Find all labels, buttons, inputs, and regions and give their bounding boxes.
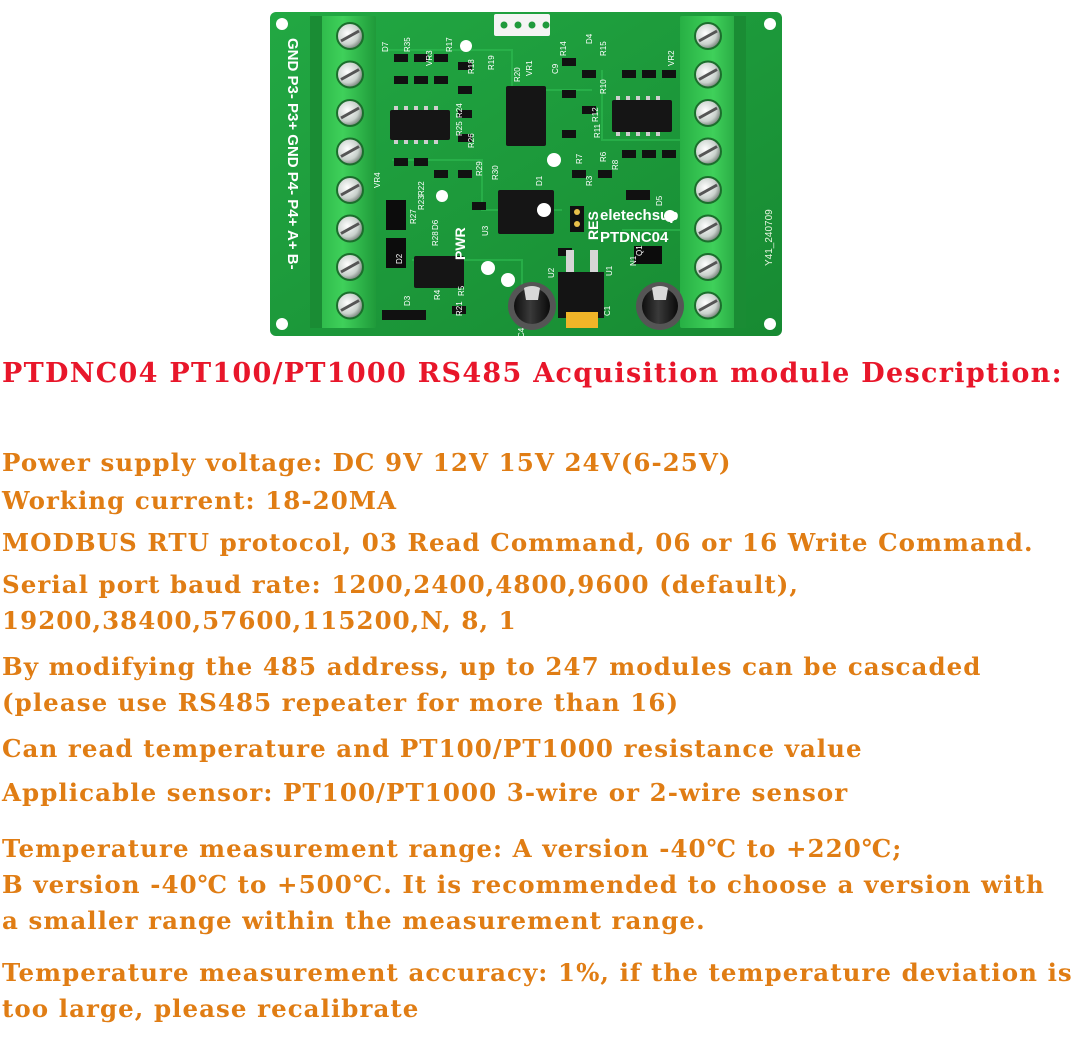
- designator-label: R21: [455, 301, 464, 316]
- left-terminal-labels: GND P3- P3+ GND P4- P4+ A+ B-: [284, 38, 301, 270]
- designator-label: D2: [395, 253, 404, 264]
- right-terminal-screws: [694, 22, 722, 320]
- spec-protocol: MODBUS RTU protocol, 03 Read Command, 06…: [2, 528, 1034, 557]
- designator-label: R10: [599, 79, 608, 94]
- designator-label: VR1: [525, 60, 534, 76]
- spec-range-line2: B version -40℃ to +500℃. It is recommend…: [2, 870, 1045, 899]
- designator-label: VR3: [425, 50, 434, 66]
- spec-range-line1: Temperature measurement range: A version…: [2, 834, 903, 863]
- designator-label: R22: [417, 181, 426, 196]
- date-code-silkscreen: Y41_240709: [764, 209, 775, 266]
- designator-label: N1: [629, 255, 638, 266]
- designator-label: D3: [403, 295, 412, 306]
- designator-label: R24: [455, 103, 464, 118]
- spec-accuracy-line1: Temperature measurement accuracy: 1%, if…: [2, 958, 1073, 987]
- designator-label: R15: [599, 41, 608, 56]
- spec-address-line1: By modifying the 485 address, up to 247 …: [2, 652, 982, 681]
- designator-label: C9: [551, 63, 560, 74]
- designator-label: R17: [445, 37, 454, 52]
- designator-label: R11: [593, 123, 602, 138]
- model-silkscreen: PTDNC04: [600, 229, 669, 246]
- designator-label: R23: [417, 195, 426, 210]
- spec-readable-values: Can read temperature and PT100/PT1000 re…: [2, 734, 863, 763]
- designator-label: R18: [467, 59, 476, 74]
- spec-baud-rate-line2: 19200,38400,57600,115200,N, 8, 1: [2, 606, 517, 635]
- designator-label: R12: [591, 107, 600, 122]
- designator-label: R28: [431, 231, 440, 246]
- designator-label: R30: [491, 165, 500, 180]
- designator-label: D4: [585, 33, 594, 44]
- designator-label: C1: [603, 305, 612, 316]
- designator-label: R20: [513, 67, 522, 82]
- designator-label: R14: [559, 41, 568, 56]
- spec-baud-rate-line1: Serial port baud rate: 1200,2400,4800,96…: [2, 570, 799, 599]
- designator-label: Q1: [635, 245, 644, 256]
- designator-label: D1: [535, 175, 544, 186]
- pwr-silkscreen: PWR: [452, 227, 468, 260]
- designator-label: D5: [655, 195, 664, 206]
- res-silkscreen: RES: [585, 211, 601, 240]
- designator-label: R4: [433, 289, 442, 300]
- designator-label: R29: [475, 161, 484, 176]
- designator-label: R26: [467, 133, 476, 148]
- designator-label: VR4: [373, 172, 382, 188]
- designator-label: R27: [409, 209, 418, 224]
- designator-label: U1: [605, 265, 614, 276]
- designator-label: C4: [517, 327, 526, 338]
- description-title: PTDNC04 PT100/PT1000 RS485 Acquisition m…: [2, 358, 1063, 389]
- designator-label: R35: [403, 37, 412, 52]
- designator-label: D7: [381, 41, 390, 52]
- spec-applicable-sensor: Applicable sensor: PT100/PT1000 3-wire o…: [2, 778, 849, 807]
- left-terminal-screws: [336, 22, 364, 320]
- designator-label: R19: [487, 55, 496, 70]
- designator-label: R8: [611, 159, 620, 170]
- designator-label: U2: [547, 267, 556, 278]
- designator-label: R5: [457, 285, 466, 296]
- designator-label: VR2: [667, 50, 676, 66]
- spec-power-supply: Power supply voltage: DC 9V 12V 15V 24V(…: [2, 448, 732, 477]
- designator-label: R7: [575, 153, 584, 164]
- designator-label: D6: [431, 219, 440, 230]
- designator-label: R3: [585, 175, 594, 186]
- spec-accuracy-line2: too large, please recalibrate: [2, 994, 420, 1023]
- brand-silkscreen: eletechsup: [600, 207, 678, 224]
- designator-label: R6: [599, 151, 608, 162]
- spec-address-line2: (please use RS485 repeater for more than…: [2, 688, 680, 717]
- designator-label: R25: [455, 121, 464, 136]
- pcb-board-photo: GND P3- P3+ GND P4- P4+ A+ B-: [262, 10, 790, 340]
- designator-label: U3: [481, 225, 490, 236]
- spec-range-line3: a smaller range within the measurement r…: [2, 906, 706, 935]
- spec-working-current: Working current: 18-20MA: [2, 486, 398, 515]
